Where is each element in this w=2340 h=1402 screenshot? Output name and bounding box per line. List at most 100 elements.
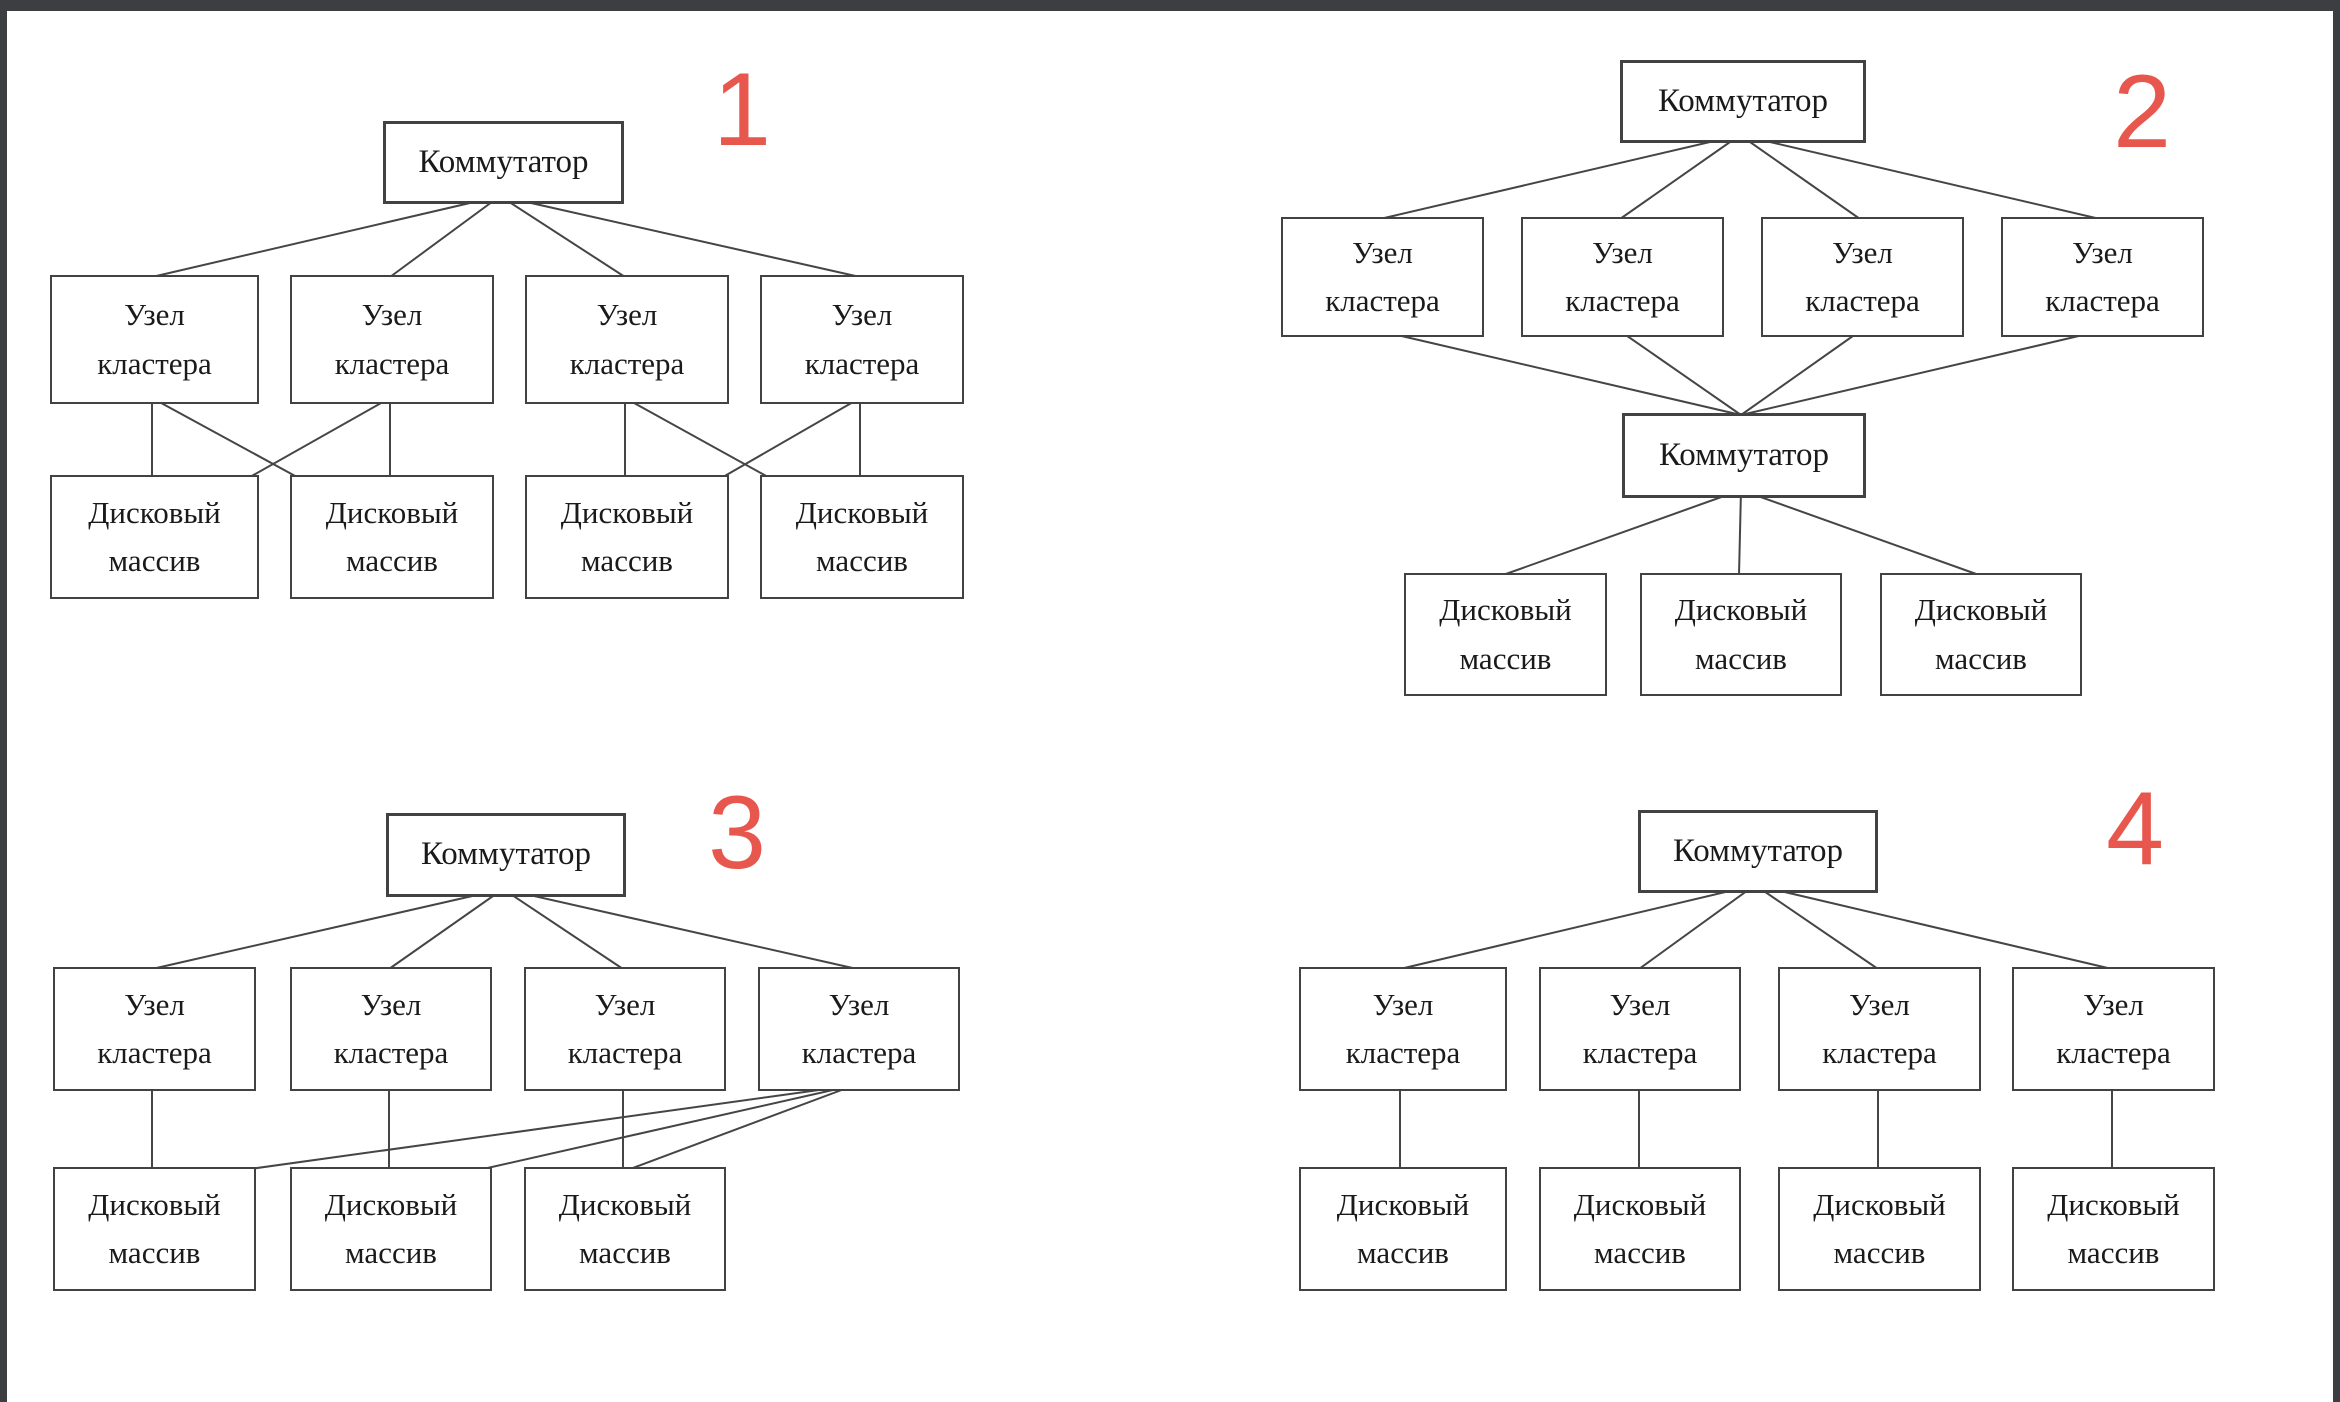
frame-edge-left	[0, 0, 7, 1402]
diagram-number: 2	[2113, 54, 2171, 170]
cluster-node-box: Узел кластера	[1539, 967, 1741, 1091]
disk-array-box: Дисковый массив	[1778, 1167, 1981, 1291]
switch-label: Коммутатор	[1658, 436, 1830, 473]
connector-line	[629, 1084, 856, 1170]
disk-array-box: Дисковый массив	[1640, 573, 1842, 696]
connector-line	[151, 397, 298, 478]
cluster-node-label: Узел кластера	[2045, 234, 2160, 318]
cluster-node-label: Узел кластера	[1345, 986, 1461, 1070]
connector-line	[1502, 489, 1742, 576]
disk-array-label: Дисковый массив	[1439, 592, 1572, 676]
cluster-node-label: Узел кластера	[804, 297, 920, 381]
connector-line	[499, 195, 861, 278]
connector-line	[1738, 489, 1742, 576]
disk-array-label: Дисковый массив	[795, 494, 929, 578]
disk-array-label: Дисковый массив	[88, 1186, 221, 1270]
switch-box: Коммутатор	[1622, 413, 1866, 498]
disk-array-box: Дисковый массив	[524, 1167, 726, 1291]
disk-array-label: Дисковый массив	[1573, 1186, 1707, 1270]
cluster-node-label: Узел кластера	[1565, 234, 1680, 318]
disk-array-box: Дисковый массив	[50, 475, 259, 599]
connector-line	[1740, 330, 2101, 416]
connector-line	[1379, 330, 1742, 416]
cluster-node-box: Узел кластера	[1778, 967, 1981, 1091]
connector-line	[499, 195, 626, 278]
switch-box: Коммутатор	[1638, 810, 1878, 893]
connector-line	[151, 195, 501, 278]
disk-array-label: Дисковый массив	[324, 1186, 458, 1270]
frame-edge-top	[0, 0, 2340, 11]
diagram-number: 3	[708, 775, 766, 891]
connector-line	[1740, 330, 1861, 416]
disk-array-label: Дисковый массив	[325, 494, 459, 578]
cluster-node-label: Узел кластера	[1325, 234, 1440, 318]
connector-line	[624, 397, 769, 478]
switch-label: Коммутатор	[1672, 832, 1844, 869]
disk-array-label: Дисковый массив	[2047, 1186, 2180, 1270]
connector-line	[249, 1084, 856, 1170]
cluster-node-box: Узел кластера	[524, 967, 726, 1091]
cluster-node-box: Узел кластера	[1521, 217, 1724, 337]
connector-line	[1740, 489, 1980, 576]
cluster-node-box: Узел кластера	[290, 275, 494, 404]
disk-array-label: Дисковый массив	[1914, 592, 2048, 676]
connector-line	[1638, 884, 1756, 970]
switch-label: Коммутатор	[1657, 82, 1829, 119]
cluster-node-box: Узел кластера	[53, 967, 256, 1091]
cluster-node-box: Узел кластера	[2012, 967, 2215, 1091]
diagram-number: 4	[2106, 771, 2164, 887]
connector-line	[722, 397, 861, 478]
disk-array-label: Дисковый массив	[560, 494, 694, 578]
connector-line	[151, 888, 504, 970]
connector-line	[1754, 884, 1879, 970]
cluster-node-box: Узел кластера	[758, 967, 960, 1091]
switch-box: Коммутатор	[1620, 60, 1866, 143]
connector-line	[482, 1084, 856, 1170]
disk-array-box: Дисковый массив	[1299, 1167, 1507, 1291]
cluster-node-label: Узел кластера	[1582, 986, 1698, 1070]
connector-line	[502, 888, 858, 970]
cluster-node-box: Узел кластера	[1761, 217, 1964, 337]
cluster-node-label: Узел кластера	[801, 986, 917, 1070]
disk-array-box: Дисковый массив	[1539, 1167, 1741, 1291]
cluster-node-label: Узел кластера	[334, 297, 450, 381]
disk-array-box: Дисковый массив	[53, 1167, 256, 1291]
cluster-node-box: Узел кластера	[50, 275, 259, 404]
disk-array-box: Дисковый массив	[525, 475, 729, 599]
disk-array-box: Дисковый массив	[290, 475, 494, 599]
cluster-node-label: Узел кластера	[333, 986, 449, 1070]
cluster-node-box: Узел кластера	[1299, 967, 1507, 1091]
cluster-node-label: Узел кластера	[97, 297, 212, 381]
cluster-node-label: Узел кластера	[569, 297, 685, 381]
connector-line	[249, 397, 391, 478]
cluster-node-box: Узел кластера	[760, 275, 964, 404]
cluster-node-label: Узел кластера	[97, 986, 212, 1070]
connector-line	[502, 888, 624, 970]
connector-line	[1379, 134, 1741, 220]
disk-array-box: Дисковый массив	[1880, 573, 2082, 696]
cluster-node-label: Узел кластера	[567, 986, 683, 1070]
disk-array-label: Дисковый массив	[1674, 592, 1808, 676]
switch-box: Коммутатор	[383, 121, 624, 204]
connector-line	[389, 195, 501, 278]
cluster-node-label: Узел кластера	[1822, 986, 1937, 1070]
disk-array-box: Дисковый массив	[2012, 1167, 2215, 1291]
connector-line	[1754, 884, 2113, 970]
cluster-node-box: Узел кластера	[525, 275, 729, 404]
disk-array-box: Дисковый массив	[290, 1167, 492, 1291]
frame-edge-right	[2333, 0, 2340, 1402]
connector-line	[1739, 134, 1861, 220]
disk-array-label: Дисковый массив	[1336, 1186, 1470, 1270]
diagram-number: 1	[713, 52, 771, 168]
disk-array-box: Дисковый массив	[760, 475, 964, 599]
connector-line	[1399, 884, 1756, 970]
cluster-node-box: Узел кластера	[1281, 217, 1484, 337]
disk-array-label: Дисковый массив	[1813, 1186, 1946, 1270]
cluster-node-box: Узел кластера	[2001, 217, 2204, 337]
disk-array-label: Дисковый массив	[88, 494, 221, 578]
connector-line	[1619, 330, 1742, 416]
connector-line	[1619, 134, 1741, 220]
disk-array-label: Дисковый массив	[558, 1186, 692, 1270]
